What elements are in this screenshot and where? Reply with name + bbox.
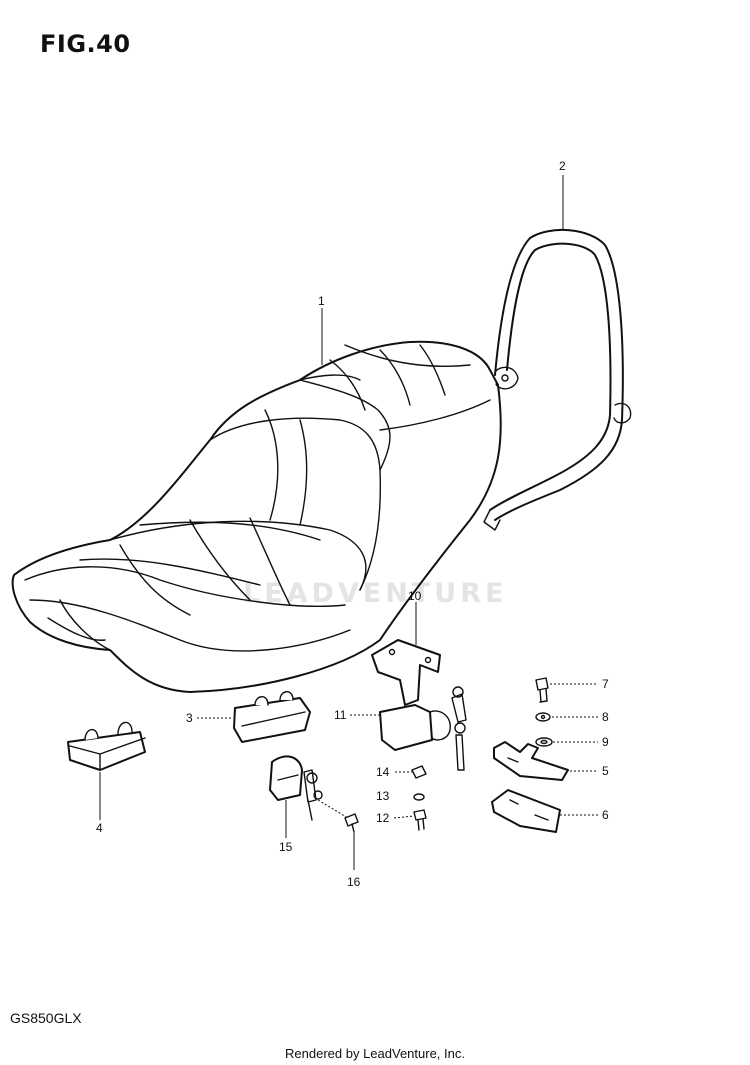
backrest-frame-part-2 [483,228,632,531]
model-code: GS850GLX [10,1010,82,1026]
callout-15: 15 [279,840,293,854]
cushion-part-4 [67,721,146,771]
callout-6: 6 [602,808,609,822]
leader-lines [99,175,598,870]
nut-part-13 [413,793,425,801]
seat-lock-part-11 [379,686,467,771]
stopper-part-3 [233,691,311,743]
callout-9: 9 [602,735,609,749]
callout-11: 11 [334,708,347,722]
screw-part-16 [344,813,359,833]
seat-part-1 [11,340,502,693]
callout-8: 8 [602,710,609,724]
bracket-part-5 [493,741,569,781]
callout-1: 1 [318,294,325,308]
callout-16: 16 [347,875,361,889]
callout-2: 2 [559,159,566,173]
nut-part-8 [535,712,551,722]
callout-13: 13 [376,789,390,803]
callout-7: 7 [602,677,609,691]
callout-4: 4 [96,821,103,835]
callout-12: 12 [376,811,390,825]
callout-10: 10 [408,589,422,603]
figure-title: FIG.40 [40,30,131,58]
bolt-part-7 [535,677,549,703]
lock-part-15 [269,755,323,821]
plate-part-6 [491,789,561,833]
screw-part-12 [413,809,427,831]
watermark: LEADVENTURE [243,578,508,609]
callout-3: 3 [186,711,193,725]
clip-part-14 [411,765,427,779]
washer-part-9 [535,737,553,747]
footer-credit: Rendered by LeadVenture, Inc. [285,1046,465,1061]
callout-5: 5 [602,764,609,778]
callout-14: 14 [376,765,390,779]
bracket-part-10 [371,639,441,706]
